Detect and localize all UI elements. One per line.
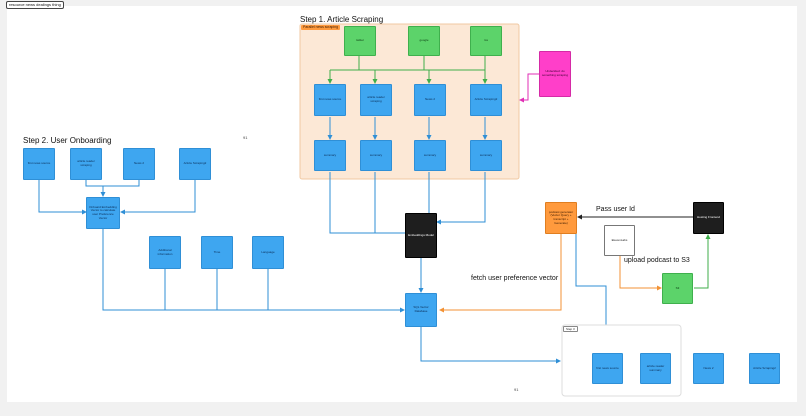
onboard-input-1[interactable]: first news source [23, 148, 55, 180]
board-title[interactable]: resource news dealings thing [6, 1, 64, 9]
wire-s2-input4 [120, 180, 196, 215]
vector-database[interactable]: SQL Vector Database [405, 293, 437, 327]
wire-extras-db [164, 269, 269, 310]
wire-summaries-embed [329, 172, 486, 234]
summary-1[interactable]: summary [314, 140, 346, 171]
output-item-1[interactable]: first news source [592, 353, 623, 384]
upload-podcast-label: upload podcast to S3 [624, 257, 690, 264]
output-item-2[interactable]: article reader summary [640, 353, 671, 384]
wire-db-output [420, 327, 561, 364]
step1-tag: Parallel news scraping [301, 25, 341, 30]
canvas-marker: 91 [243, 135, 248, 140]
wire-twitter-bus [330, 56, 486, 71]
scraper-2[interactable]: article reader scraping [360, 84, 392, 116]
wire-note [519, 73, 539, 103]
wire-s2-input1 [38, 180, 87, 215]
output-tag: Step 3 [563, 326, 578, 332]
embeddings-model[interactable]: Embeddings Model [405, 213, 437, 258]
output-item-3[interactable]: News 2 [693, 353, 724, 384]
fetch-vector-label: fetch user preference vector [471, 275, 559, 282]
summary-2[interactable]: summary [360, 140, 392, 171]
scraper-4[interactable]: Article Scraping2 [470, 84, 502, 116]
extra-time[interactable]: Time [201, 236, 233, 269]
onboard-input-4[interactable]: Article Scraping2 [179, 148, 211, 180]
summary-4[interactable]: summary [470, 140, 502, 171]
hosting-frontend[interactable]: Hosting Frontend [693, 202, 724, 234]
step1-heading: Step 1. Article Scraping [300, 15, 384, 24]
wire-s2-input2 [85, 180, 140, 187]
pass-user-id-label: Pass user Id [596, 206, 635, 213]
wire-podcast-s3 [619, 256, 662, 291]
scraper-1[interactable]: first news source [314, 84, 346, 116]
output-item-4[interactable]: Article Scraping2 [749, 353, 780, 384]
step2-heading: Step 2. User Onboarding [23, 136, 112, 145]
elevenlabs[interactable]: ElevenLabs [604, 225, 635, 256]
summary-3[interactable]: summary [414, 140, 446, 171]
source-rss[interactable]: rss [470, 26, 502, 56]
onboard-input-2[interactable]: article reader scraping [70, 148, 102, 180]
wire-s3-frontend [694, 234, 711, 289]
source-google[interactable]: google [408, 26, 440, 56]
wire-to-output [575, 234, 609, 353]
extra-additional-info[interactable]: Additional information [149, 236, 181, 269]
scraping-note[interactable]: Undecided: do something scraping [539, 51, 571, 97]
wire-fetch-vector [439, 234, 562, 313]
canvas-marker: 91 [514, 387, 519, 392]
podcast-generator[interactable]: podcast generator (Vector Query + transc… [545, 202, 577, 234]
onboard-input-3[interactable]: News 2 [123, 148, 155, 180]
wire-s2-db [102, 229, 405, 313]
onboard-embedding[interactable]: Onboard Embedding Vector to calculate us… [86, 197, 120, 229]
scraper-3[interactable]: News 2 [414, 84, 446, 116]
s3-storage[interactable]: S3 [662, 273, 693, 304]
extra-language[interactable]: Language [252, 236, 284, 269]
source-twitter[interactable]: twitter [344, 26, 376, 56]
